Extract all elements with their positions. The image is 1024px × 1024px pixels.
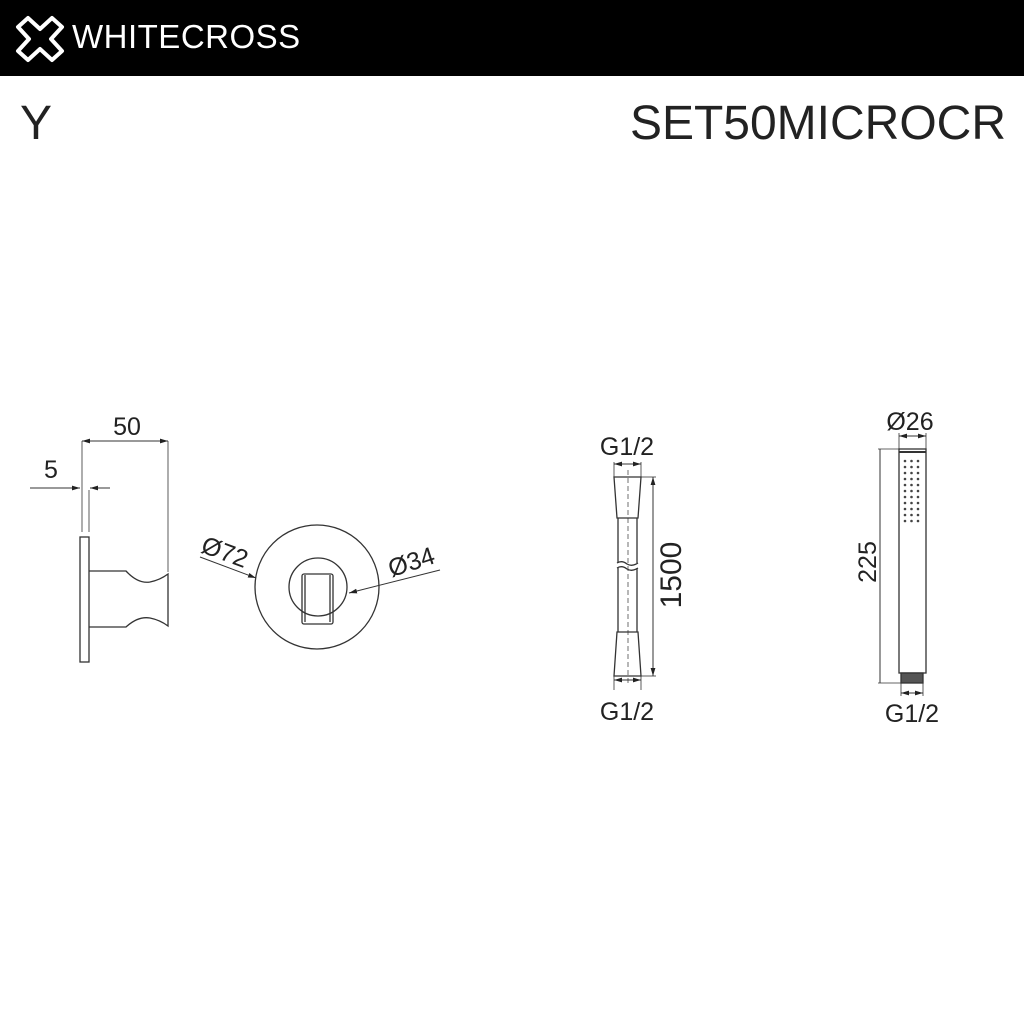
holder-front-view [199, 524, 441, 650]
nozzle-dot [903, 519, 907, 523]
series-label: Y [20, 97, 53, 150]
nozzle-dot [910, 489, 913, 493]
hand-shower-thread-label: G1/2 [885, 700, 939, 728]
holder-plate-label: 5 [44, 456, 58, 484]
nozzle-dot [916, 519, 920, 523]
holder-depth-label: 50 [113, 413, 141, 441]
nozzle-dot [903, 465, 907, 469]
spray-nozzles [903, 459, 920, 523]
nozzle-dot [910, 495, 913, 499]
nozzle-dot [903, 507, 907, 511]
nozzle-dot [910, 501, 913, 505]
nozzle-dot [916, 495, 920, 499]
hand-shower-diameter-label: Ø26 [886, 408, 933, 436]
nozzle-dot [916, 477, 920, 481]
nozzle-dot [910, 477, 913, 481]
brand-name: WHITECROSS [72, 18, 301, 55]
hose-length-label: 1500 [655, 542, 688, 609]
nozzle-dot [910, 513, 913, 517]
hose-top-thread-label: G1/2 [600, 433, 654, 461]
nozzle-dot [903, 495, 907, 499]
product-code: SET50MICROCR [629, 97, 1006, 150]
holder-side-view [30, 438, 169, 663]
hose-bottom-thread-label: G1/2 [600, 698, 654, 726]
nozzle-dot [903, 501, 907, 505]
nozzle-dot [910, 459, 913, 463]
nozzle-dot [910, 507, 913, 511]
nozzle-dot [903, 471, 907, 475]
nozzle-dot [916, 471, 920, 475]
nozzle-dot [903, 477, 907, 481]
nozzle-dot [903, 459, 907, 463]
nozzle-dot [910, 483, 913, 487]
header-bar: WHITECROSS [0, 0, 1024, 76]
hand-shower-drawing [878, 433, 927, 696]
inner-diameter-label: Ø34 [385, 542, 439, 583]
nozzle-dot [916, 459, 920, 463]
nozzle-dot [916, 489, 920, 493]
whitecross-logo-icon [16, 16, 64, 62]
nozzle-dot [916, 465, 920, 469]
nozzle-dot [910, 471, 913, 475]
nozzle-dot [916, 501, 920, 505]
nozzle-dot [903, 483, 907, 487]
nozzle-dot [916, 507, 920, 511]
nozzle-dot [903, 513, 907, 517]
outer-diameter-label: Ø72 [198, 531, 252, 573]
hose-drawing [613, 461, 656, 690]
hand-shower-length-label: 225 [854, 541, 882, 583]
nozzle-dot [916, 513, 920, 517]
nozzle-dot [903, 489, 907, 493]
nozzle-dot [910, 519, 913, 523]
nozzle-dot [910, 465, 913, 469]
nozzle-dot [916, 483, 920, 487]
